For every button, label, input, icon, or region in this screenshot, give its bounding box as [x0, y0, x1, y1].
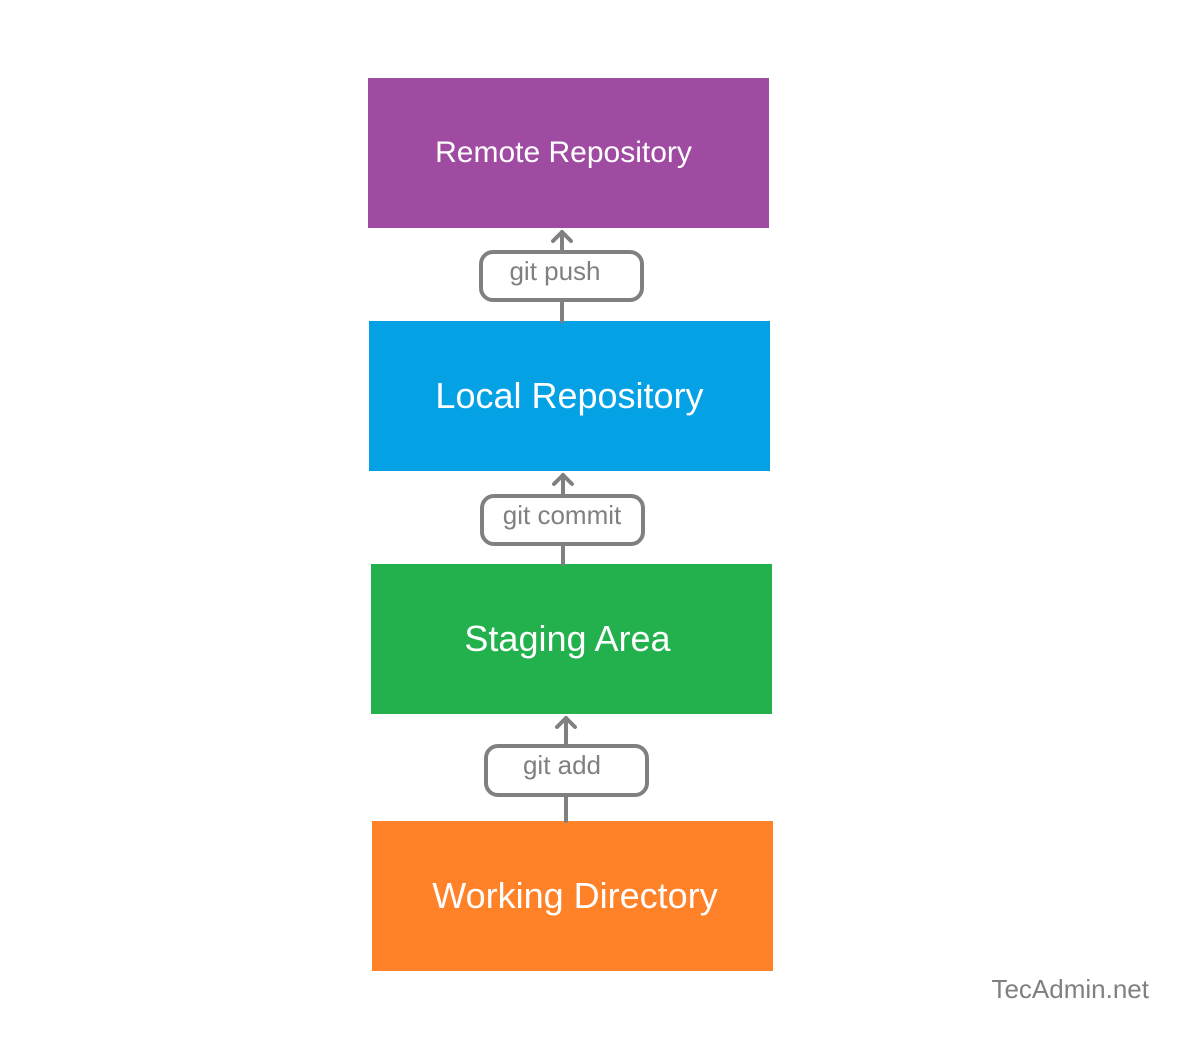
local-repository-box: Local Repository	[369, 321, 770, 471]
staging-area-box: Staging Area	[371, 564, 772, 714]
push-command-pill	[479, 250, 644, 302]
arrow-up-icon	[555, 716, 577, 729]
remote-repository-box: Remote Repository	[368, 78, 769, 228]
commit-command-pill	[480, 494, 645, 546]
arrow-up-icon	[552, 473, 574, 486]
git-commit-label: git commit	[502, 500, 622, 530]
remote-repository-label: Remote Repository	[435, 136, 692, 169]
local-repository-label: Local Repository	[435, 375, 704, 416]
watermark: TecAdmin.net	[991, 974, 1149, 1004]
working-directory-box: Working Directory	[372, 821, 773, 971]
staging-area-label: Staging Area	[464, 618, 671, 659]
git-push-label: git push	[509, 256, 601, 286]
working-directory-label: Working Directory	[432, 875, 718, 916]
add-command-pill	[484, 744, 649, 797]
arrow-up-icon	[551, 230, 573, 243]
git-add-label: git add	[522, 750, 602, 780]
